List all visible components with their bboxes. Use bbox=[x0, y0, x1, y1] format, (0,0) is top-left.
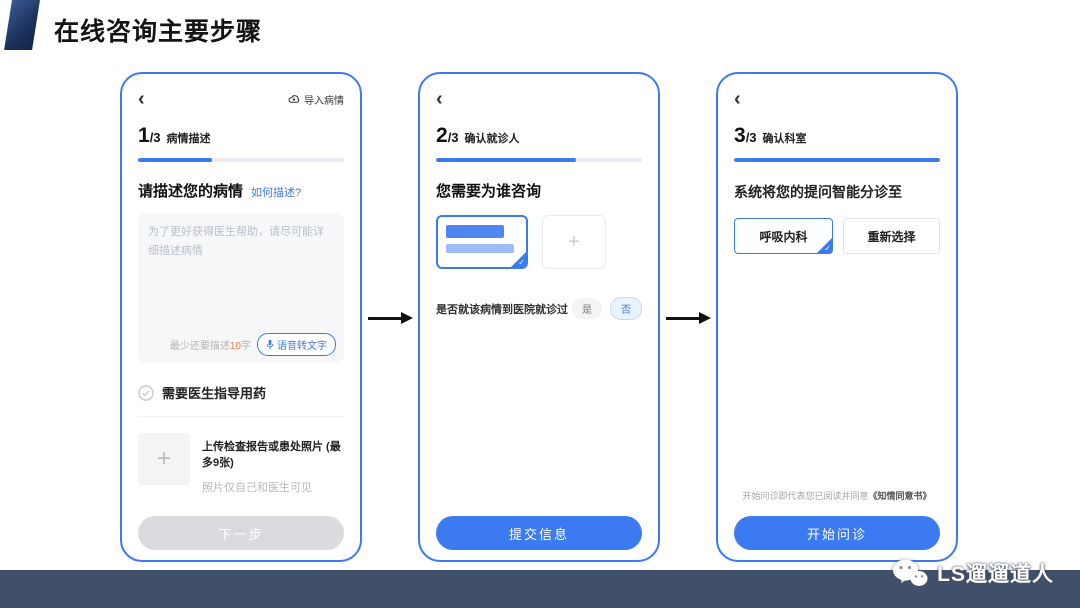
option-yes[interactable]: 是 bbox=[572, 298, 602, 319]
step-number: 1 bbox=[138, 124, 150, 147]
phone-frame-step1: ‹ 导入病情 1 /3 病情描述 请描述您的病情 如何描述? 为了更好获得医生帮… bbox=[120, 72, 362, 562]
check-icon: ✓ bbox=[518, 258, 525, 267]
smart-dispatch-title: 系统将您的提问智能分诊至 bbox=[734, 184, 902, 200]
voice-to-text-button[interactable]: 语音转文字 bbox=[257, 333, 336, 356]
progress-bar bbox=[436, 158, 642, 162]
symptom-textarea[interactable]: 为了更好获得医生帮助，请尽可能详细描述病情 最少还要描述10字 语音转文字 bbox=[138, 213, 344, 363]
submit-info-button[interactable]: 提交信息 bbox=[436, 516, 642, 550]
upload-title: 上传检查报告或患处照片 (最多9张) bbox=[202, 441, 341, 469]
progress-fill bbox=[734, 158, 940, 162]
selected-corner-badge bbox=[815, 237, 832, 253]
step-label: 确认科室 bbox=[762, 133, 807, 145]
back-icon[interactable]: ‹ bbox=[734, 88, 741, 110]
selected-corner-badge bbox=[510, 251, 526, 267]
step-number: 3 bbox=[734, 124, 746, 147]
phone2-header: ‹ bbox=[436, 80, 642, 118]
medication-guidance-checkbox[interactable]: 需要医生指导用药 bbox=[138, 383, 344, 417]
step-label: 病情描述 bbox=[166, 133, 211, 145]
upload-info: 上传检查报告或患处照片 (最多9张) 照片仅自己和医生可见 bbox=[202, 433, 344, 495]
hospital-visit-question: 是否就该病情到医院就诊过 bbox=[436, 303, 568, 316]
min-count: 10 bbox=[229, 341, 241, 352]
progress-fill bbox=[436, 158, 577, 162]
redacted-info-bar bbox=[446, 244, 514, 253]
progress-bar bbox=[734, 158, 940, 162]
watermark: LS遛遛道人 bbox=[892, 558, 1054, 588]
agreement-text: 开始问诊即代表您已阅读并同意《知情同意书》 bbox=[742, 491, 932, 501]
step-number: 2 bbox=[436, 124, 448, 147]
upload-photo-button[interactable]: + bbox=[138, 433, 190, 485]
reselect-button[interactable]: 重新选择 bbox=[842, 218, 940, 254]
choose-patient-title: 您需要为谁咨询 bbox=[436, 183, 542, 200]
accent-shape bbox=[4, 0, 40, 50]
check-circle-icon bbox=[138, 384, 154, 401]
check-icon: ✓ bbox=[824, 244, 831, 253]
back-icon[interactable]: ‹ bbox=[138, 88, 145, 110]
back-icon[interactable]: ‹ bbox=[436, 88, 443, 110]
plus-icon: + bbox=[568, 230, 580, 253]
medication-label: 需要医生指导用药 bbox=[162, 386, 267, 401]
step-indicator: 1 /3 病情描述 bbox=[138, 124, 344, 148]
phone-frame-step2: ‹ 2 /3 确认就诊人 您需要为谁咨询 ✓ + 是否就该病情到医院就诊过 是 … bbox=[418, 72, 660, 562]
step-indicator: 2 /3 确认就诊人 bbox=[436, 124, 642, 148]
phone3-header: ‹ bbox=[734, 80, 940, 118]
describe-condition-title: 请描述您的病情 bbox=[138, 183, 244, 200]
upload-note: 照片仅自己和医生可见 bbox=[202, 482, 312, 494]
step-total: /3 bbox=[745, 130, 757, 145]
step-indicator: 3 /3 确认科室 bbox=[734, 124, 940, 148]
flow-arrow-2 bbox=[666, 312, 711, 324]
flow-arrow-1 bbox=[368, 312, 413, 324]
step-total: /3 bbox=[447, 130, 459, 145]
voice-button-label: 语音转文字 bbox=[277, 341, 327, 352]
department-label: 呼吸内科 bbox=[759, 229, 808, 244]
option-no[interactable]: 否 bbox=[610, 297, 642, 320]
min-characters-hint: 最少还要描述10字 bbox=[169, 341, 251, 352]
progress-fill bbox=[138, 158, 213, 162]
mic-icon bbox=[266, 339, 274, 349]
watermark-text: LS遛遛道人 bbox=[937, 563, 1054, 586]
phone1-header: ‹ 导入病情 bbox=[138, 80, 344, 118]
start-consultation-button[interactable]: 开始问诊 bbox=[734, 516, 940, 550]
step-total: /3 bbox=[149, 130, 161, 145]
import-condition-button[interactable]: 导入病情 bbox=[288, 92, 344, 107]
wechat-icon bbox=[893, 559, 928, 586]
redacted-name-bar bbox=[446, 225, 504, 238]
patient-card-selected[interactable]: ✓ bbox=[436, 215, 528, 269]
plus-icon: + bbox=[156, 445, 171, 472]
import-label: 导入病情 bbox=[304, 95, 344, 107]
page-title: 在线咨询主要步骤 bbox=[54, 18, 263, 46]
progress-bar bbox=[138, 158, 344, 162]
phone-frame-step3: ‹ 3 /3 确认科室 系统将您的提问智能分诊至 呼吸内科 ✓ 重新选择 开始问… bbox=[716, 72, 958, 562]
agreement-link[interactable]: 《知情同意书》 bbox=[868, 491, 932, 501]
cloud-import-icon bbox=[288, 95, 300, 103]
step-label: 确认就诊人 bbox=[464, 133, 520, 145]
how-to-describe-link[interactable]: 如何描述? bbox=[251, 187, 302, 199]
department-button[interactable]: 呼吸内科 ✓ bbox=[734, 218, 833, 254]
next-step-button[interactable]: 下一步 bbox=[138, 516, 344, 550]
textarea-placeholder: 为了更好获得医生帮助，请尽可能详细描述病情 bbox=[148, 226, 324, 257]
add-patient-card[interactable]: + bbox=[542, 215, 606, 269]
